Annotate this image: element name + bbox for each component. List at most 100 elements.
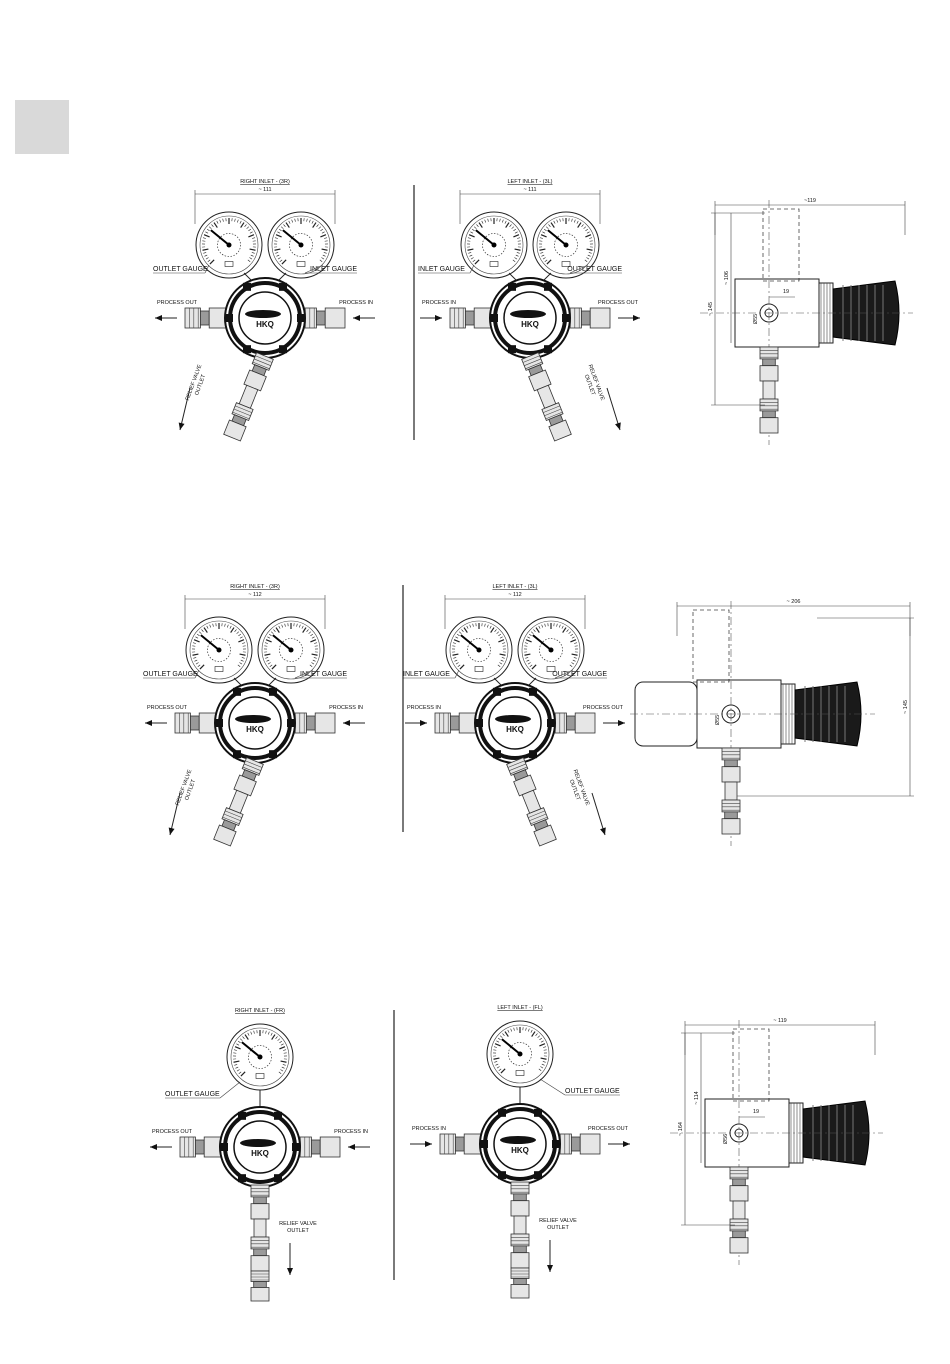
- panel-3-right-inlet-gauge-inner-scale: [248, 1045, 272, 1069]
- panel-1-left-inlet-relief-f1: [521, 352, 552, 392]
- panel-2-left-inlet-gauge-right-hub: [548, 647, 554, 653]
- panel-1-right-inlet-gauge-right-tick: [320, 228, 324, 232]
- panel-1-right-inlet-gauge-left-tick: [216, 220, 219, 224]
- panel-2-right-inlet-gauge-right-inner-scale: [279, 638, 303, 662]
- panel-3-left-inlet-gauge-tick: [494, 1043, 501, 1047]
- panel-2-left-inlet-gauge-left-tick: [499, 662, 503, 665]
- panel-1-right-inlet-gauge-right-tick: [318, 226, 322, 229]
- panel-2-left-inlet-relief-f1-flat: [509, 763, 527, 771]
- panel-2-left-inlet-width-dim-label: ~ 112: [508, 592, 522, 598]
- panel-2-right-inlet-gauge-left-tick: [237, 664, 241, 667]
- panel-1-side-view-relief-f1: [759, 346, 779, 382]
- panel-2-left-inlet-gauge-left-label: INLET GAUGE: [403, 671, 450, 678]
- panel-2-right-inlet-relief-f2-nut2: [213, 824, 237, 847]
- panel-3-left-inlet-gauge-tick: [543, 1046, 547, 1048]
- panel-1-right-inlet-gauge-left-tick: [202, 237, 206, 239]
- panel-1-right-inlet-gauge-right-tick: [321, 257, 325, 260]
- panel-1-side-view-relief-f2: [759, 398, 779, 434]
- panel-1-right-inlet-port-right-nut2: [324, 307, 346, 329]
- panel-2-left-inlet-relief-f1: [506, 757, 537, 797]
- panel-3-right-inlet-arrow-left-head: [150, 1144, 157, 1150]
- panel-2-right-inlet-gauge-left-tick: [201, 629, 204, 632]
- panel-1-left-inlet-gauge-left-tick: [467, 248, 474, 251]
- panel-1-left-inlet-gauge-right-tick: [544, 259, 548, 262]
- panel-2-right-inlet-relief-f2-flat: [222, 816, 240, 825]
- panel-2-side-view-width-dim-label: ~ 206: [787, 599, 801, 605]
- panel-2-left-inlet-gauge-right-tick: [533, 629, 536, 632]
- panel-2-right-inlet-relief-arrow: [169, 792, 181, 836]
- panel-2-right-inlet-gauge-left-tick: [193, 657, 197, 659]
- panel-3-right-inlet-relief-label: RELIEF VALVE: [279, 1221, 317, 1227]
- panel-3-left-inlet-gauge-tick: [493, 1046, 497, 1048]
- panel-2-left-inlet-gauge-right-tick: [571, 653, 578, 656]
- panel-1-right-inlet-gauge-left-tick: [247, 259, 251, 262]
- panel-2-side-view-relief-f2: [721, 799, 741, 835]
- panel-1-right-inlet-gauge-left-tick: [249, 248, 256, 251]
- panel-3-right-inlet-left-port-label: PROCESS OUT: [152, 1129, 193, 1135]
- panel-3-right-inlet-gauge: [226, 1023, 294, 1091]
- panel-3-left-inlet-port-right-body: [571, 1136, 581, 1152]
- panel-3-left-inlet-body-logo: [500, 1136, 536, 1144]
- panel-1-right-inlet-body-notch: [279, 282, 287, 291]
- panel-3-left-inlet-gauge-leader2: [539, 1078, 566, 1096]
- panel-3-right-inlet-gauge-tick: [237, 1040, 241, 1044]
- panel-3-left-inlet-gauge-needle: [501, 1038, 521, 1055]
- panel-2-right-inlet-gauge-right-tick: [278, 625, 281, 629]
- panel-1-left-inlet-gauge-right-tick: [586, 257, 590, 260]
- panel-2-left-inlet-gauge-right-tick: [566, 629, 569, 632]
- panel-1-left-inlet-width-dim-label: ~ 111: [523, 187, 536, 193]
- panel-2-left-inlet-gauge-right-tick: [561, 625, 564, 629]
- panel-2-right-inlet-gauge-left: [185, 616, 253, 684]
- panel-1-left-inlet-gauge-right-tick: [588, 252, 592, 254]
- panel-2-left-inlet-body: HKQ: [474, 682, 556, 764]
- panel-3-right-inlet-gauge-tick: [238, 1071, 242, 1074]
- panel-2-left-inlet-relief-f2-flat: [528, 810, 545, 818]
- panel-2-left-inlet-gauge-right-bezel: [517, 616, 585, 684]
- panel-2-side-view-height-dim-label: ~ 145: [903, 700, 909, 714]
- panel-2-side-view-relief-f1-nut2: [721, 766, 741, 783]
- panel-1-side-view-relief-f2-nut2: [759, 417, 779, 434]
- panel-1-left-inlet-relief-f1-flat: [522, 355, 540, 363]
- panel-1-left-inlet-body-face: [503, 291, 557, 345]
- panel-1-right-inlet-gauge-right-face: [271, 215, 331, 275]
- panel-3-left-inlet-relief-f2-nut2: [510, 1252, 530, 1269]
- panel-2-left-inlet-gauge-left-tick: [457, 664, 461, 667]
- panel-1-right-inlet-gauge-left-tick: [234, 218, 236, 222]
- panel-1-left-inlet-arrow-left-head: [435, 315, 442, 321]
- panel-1-right-inlet-relief-f2-nut2: [223, 419, 247, 442]
- panel-3-left-inlet-gauge-label: OUTLET GAUGE: [565, 1088, 620, 1095]
- panel-2-right-inlet-port-right-body: [305, 715, 316, 731]
- panel-2-right-inlet-gauge-left-tick: [241, 657, 245, 659]
- panel-2-left-inlet-gauge-right-window: [546, 666, 556, 672]
- panel-1-left-inlet-body-brand: HKQ: [521, 320, 539, 329]
- panel-1-right-inlet-gauge-right-tick: [321, 231, 325, 234]
- panel-1-right-inlet-gauge-left-window: [224, 261, 234, 267]
- panel-1-right-inlet-gauge-right-tick: [277, 231, 281, 234]
- panel-1-right-inlet-relief-f2-flat: [232, 411, 250, 420]
- panel-2-left-inlet-gauge-left-tick: [494, 629, 497, 632]
- panel-3-right-inlet: RIGHT INLET - (FR)OUTLET GAUGEHKQPROCESS…: [150, 1008, 370, 1302]
- panel-1-right-inlet-relief-f1-flat: [255, 355, 273, 363]
- panel-1-right-inlet-gauge-right-inner-scale: [289, 233, 313, 257]
- panel-1-right-inlet-gauge-left-bezel: [195, 211, 263, 279]
- panel-3-right-inlet-gauge-tick: [233, 1049, 237, 1051]
- panel-2-right-inlet-gauge-right-tick: [309, 664, 313, 667]
- panel-1-right-inlet-gauge-left-tick: [244, 224, 247, 227]
- panel-2-left-inlet-gauge-left-tick: [498, 639, 505, 643]
- panel-1-right-inlet-gauge-right-tick: [319, 259, 323, 262]
- panel-3-right-inlet-port-right: [295, 1136, 341, 1158]
- panel-3-right-inlet-relief-f1-nut2: [250, 1203, 270, 1220]
- panel-2-left-inlet-gauge-left-hub: [476, 647, 482, 653]
- panel-1-right-inlet-body-notch: [243, 345, 251, 354]
- section-tab: [15, 100, 69, 154]
- panel-1-left-inlet-port-right: [565, 307, 611, 329]
- panel-1-right-inlet-gauge-left-tick: [237, 219, 239, 223]
- panel-1-right-inlet-body-notch: [243, 282, 251, 291]
- panel-2-left-inlet-relief-valve: [506, 757, 557, 847]
- panel-2-right-inlet-gauge-left-tick: [238, 633, 242, 637]
- panel-1-right-inlet-port-left: [184, 307, 230, 329]
- panel-3-right-inlet-gauge-tick: [242, 1036, 245, 1039]
- panel-3: RIGHT INLET - (FR)OUTLET GAUGEHKQPROCESS…: [150, 1005, 883, 1302]
- panel-1-right-inlet-gauge-left-label: OUTLET GAUGE: [153, 266, 208, 273]
- panel-1-side-view-relief-f1-body: [762, 358, 776, 367]
